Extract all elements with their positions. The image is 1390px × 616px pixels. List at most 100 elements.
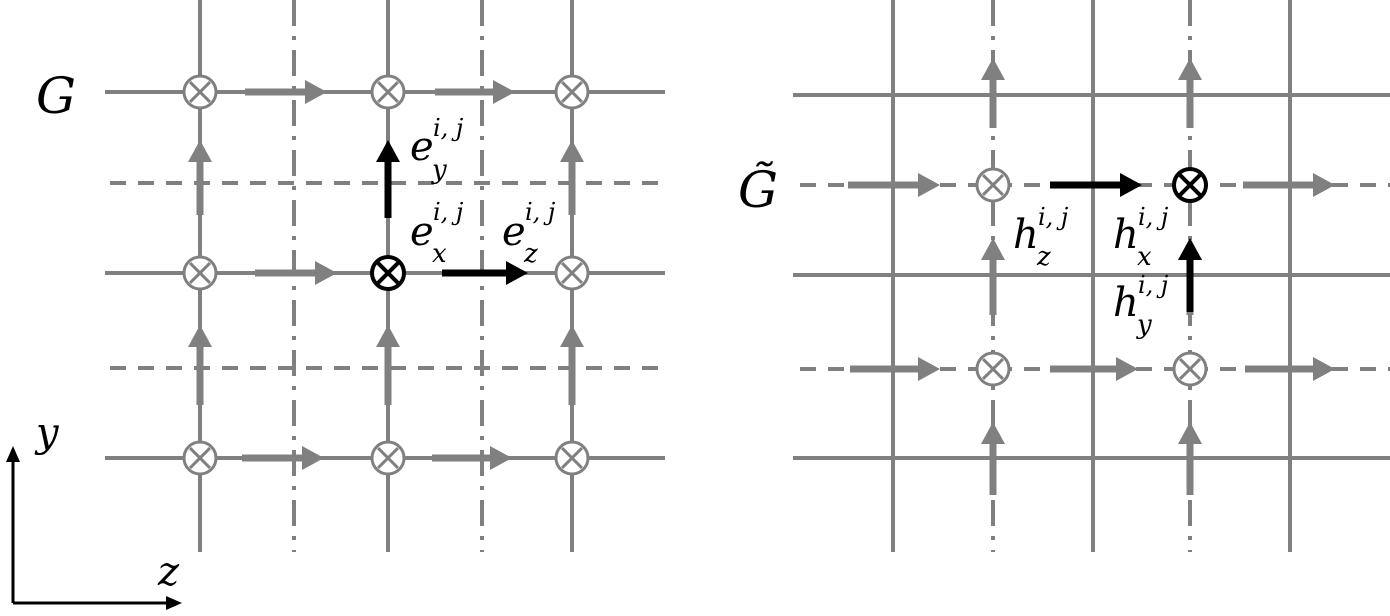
arrow-head (1178, 238, 1202, 260)
svg-text:i, j: i, j (1138, 271, 1169, 299)
node-cross-b (377, 81, 399, 103)
ey-arrow (188, 325, 212, 405)
hy-arrow (981, 58, 1005, 128)
ex-node (182, 74, 218, 110)
arrow-head (376, 325, 400, 347)
svg-text:x: x (432, 239, 447, 269)
hx-highlight-node (1172, 167, 1208, 203)
node-cross-b (561, 262, 583, 284)
node-cross-b (561, 447, 583, 469)
ex-node (370, 74, 406, 110)
arrow-head (302, 446, 324, 470)
arrow-head (188, 140, 212, 162)
node-cross-b (561, 81, 583, 103)
ex-node (554, 255, 590, 291)
svg-text:e: e (502, 209, 526, 255)
arrow-head (506, 261, 528, 285)
hz-arrow (850, 357, 940, 381)
ez-arrow (245, 80, 327, 104)
arrow-head (1120, 173, 1142, 197)
z-axis-label: z (157, 549, 180, 595)
label-e-z: e i, j z (502, 198, 556, 269)
coordinate-axes: y z (6, 410, 182, 610)
hx-node (1172, 351, 1208, 387)
ey-highlight-arrow (376, 140, 400, 218)
svg-text:i, j: i, j (525, 198, 556, 226)
label-h-z: h i, j z (1013, 203, 1069, 272)
ez-arrow (435, 80, 515, 104)
ez-highlight-arrow (442, 261, 528, 285)
hy-arrow (1178, 58, 1202, 128)
label-e-x: e i, j x (410, 198, 464, 269)
arrow-head (315, 261, 337, 285)
svg-text:i, j: i, j (433, 198, 464, 226)
hy-highlight-arrow (1178, 238, 1202, 312)
svg-text:z: z (523, 239, 538, 269)
hz-arrow (1243, 173, 1335, 197)
ex-node (554, 440, 590, 476)
svg-text:i, j: i, j (1038, 203, 1069, 231)
hz-highlight-arrow (1050, 173, 1142, 197)
arrow-head (1178, 422, 1202, 444)
grid-title-g-tilde: G̃ (738, 160, 778, 219)
hy-arrow (981, 422, 1005, 495)
ez-arrow (242, 446, 324, 470)
svg-text:h: h (1113, 212, 1139, 258)
arrow-head (981, 58, 1005, 80)
arrow-head (1313, 173, 1335, 197)
ex-highlight-node (370, 255, 406, 291)
svg-text:i, j: i, j (1138, 203, 1169, 231)
arrow-head (376, 140, 400, 162)
ey-arrow (560, 325, 584, 405)
node-cross-b (1179, 358, 1201, 380)
y-axis-arrowhead (6, 446, 20, 462)
arrow-head (918, 173, 940, 197)
arrow-head (560, 325, 584, 347)
ez-arrow (255, 261, 337, 285)
node-cross-b (982, 174, 1004, 196)
arrow-head (1116, 357, 1138, 381)
svg-text:e: e (410, 209, 434, 255)
svg-text:x: x (1137, 242, 1152, 272)
arrow-head (981, 238, 1005, 260)
hz-arrow (1245, 357, 1335, 381)
primal-grid-g (105, 0, 665, 552)
svg-text:e: e (410, 124, 434, 170)
label-e-y: e i, j y (410, 114, 464, 185)
y-axis-label: y (34, 410, 60, 456)
arrow-head (1178, 58, 1202, 80)
svg-text:i, j: i, j (433, 114, 464, 142)
svg-text:h: h (1113, 280, 1139, 326)
hy-arrow (1178, 422, 1202, 495)
arrow-head (188, 325, 212, 347)
ez-arrow (432, 446, 512, 470)
arrow-head (490, 446, 512, 470)
node-cross-b (376, 261, 400, 285)
arrow-head (305, 80, 327, 104)
label-h-x: h i, j x (1113, 203, 1169, 272)
hy-arrow (981, 238, 1005, 315)
ey-arrow (376, 325, 400, 405)
arrow-head (1313, 357, 1335, 381)
arrow-head (918, 357, 940, 381)
hx-node (975, 167, 1011, 203)
arrow-head (560, 140, 584, 162)
hx-node (975, 351, 1011, 387)
node-cross-b (1178, 173, 1202, 197)
hz-arrow (848, 173, 940, 197)
svg-text:z: z (1036, 242, 1051, 272)
ey-arrow (560, 140, 584, 215)
dual-grid-g-tilde (793, 0, 1390, 552)
grid-title-g: G (36, 67, 76, 125)
svg-text:h: h (1013, 212, 1039, 258)
arrow-head (981, 422, 1005, 444)
ex-node (182, 440, 218, 476)
label-h-y: h i, j y (1113, 271, 1169, 340)
ex-node (370, 440, 406, 476)
ey-arrow (188, 140, 212, 215)
svg-text:y: y (431, 155, 447, 185)
node-cross-b (189, 81, 211, 103)
hz-arrow (1050, 357, 1138, 381)
node-cross-b (982, 358, 1004, 380)
